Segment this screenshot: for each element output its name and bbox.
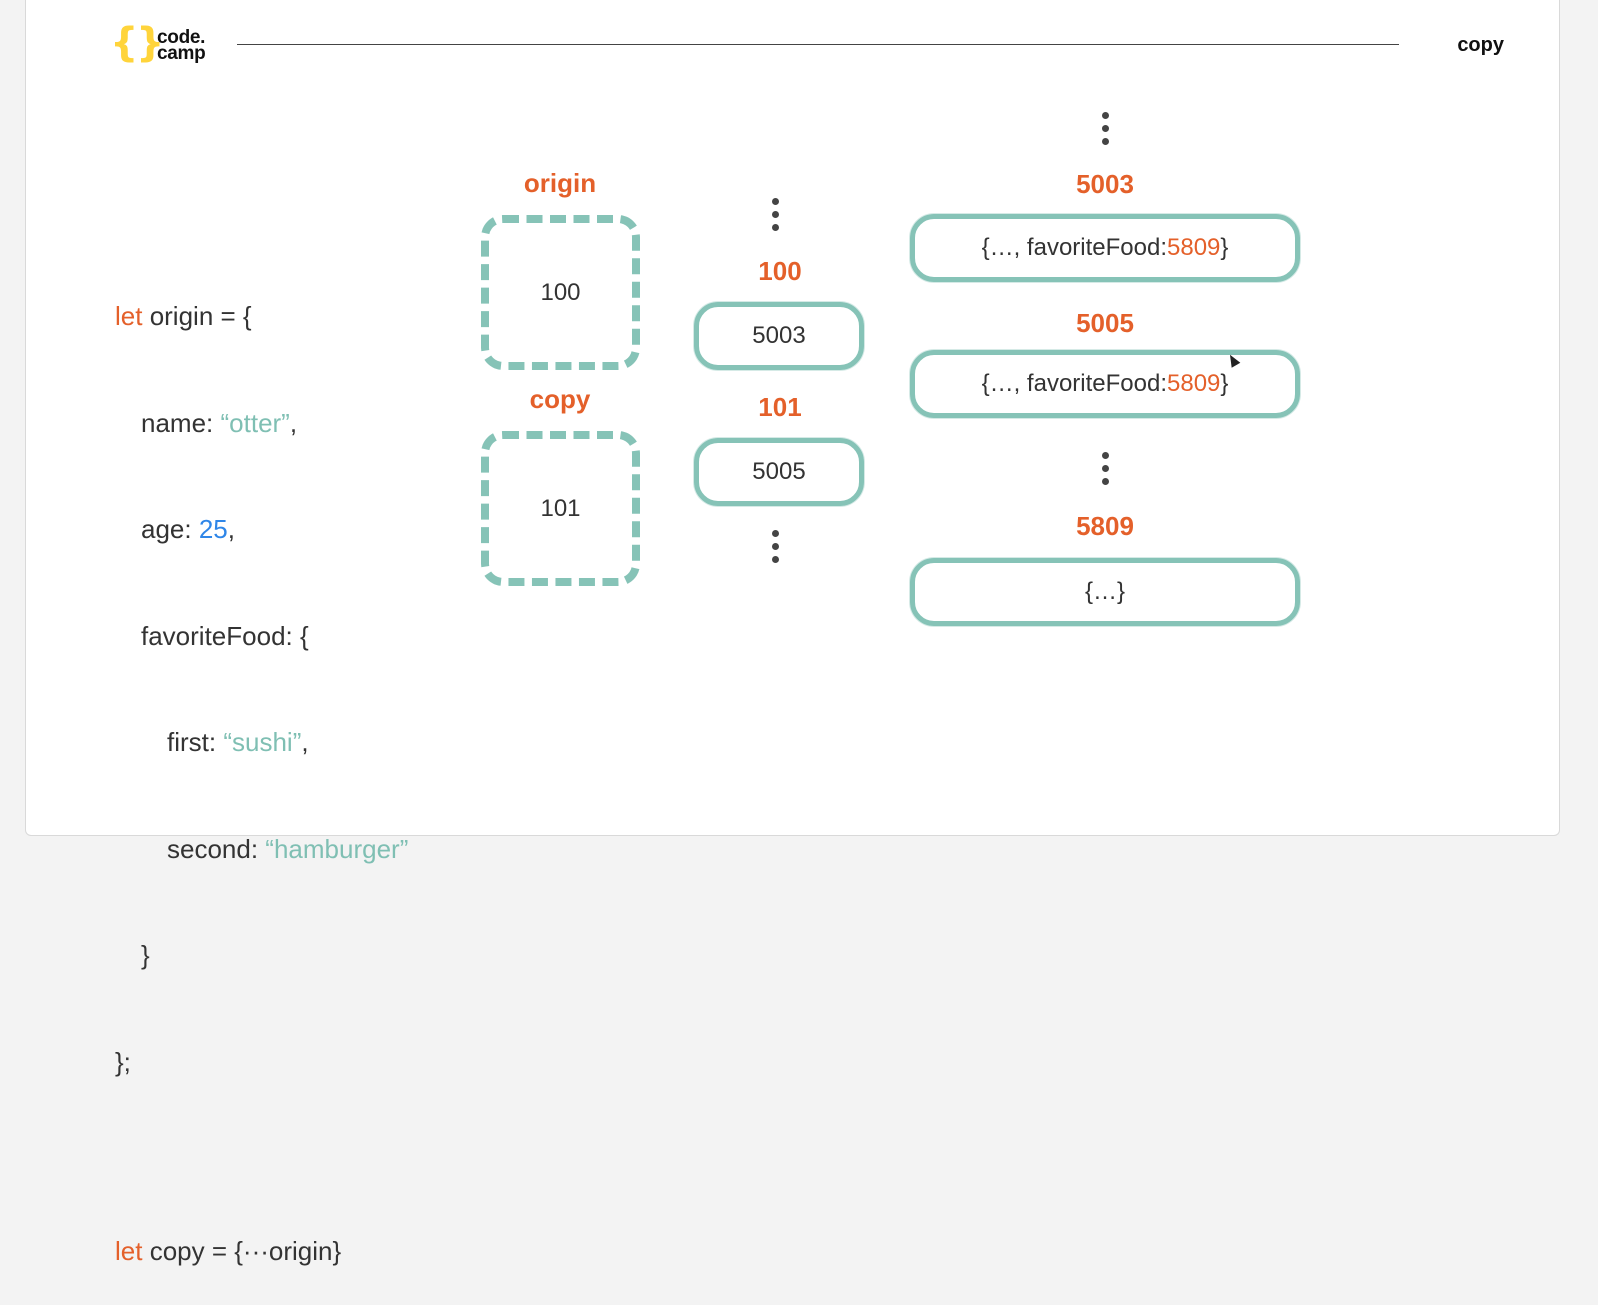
logo-text-line2: camp (157, 43, 206, 64)
ellipsis-vertical-icon (1100, 112, 1110, 145)
second-value: “hamburger” (265, 833, 409, 864)
comma: , (289, 407, 298, 438)
heap-ref-5809: 5809 (1167, 234, 1221, 261)
name-key: name: (141, 407, 221, 438)
heap-object-prefix: {…, favoriteFood: (981, 370, 1168, 397)
codecamp-logo: { } code. camp (110, 20, 220, 66)
code-line-first: first: “sushi”, (115, 725, 408, 761)
heap-object-suffix: } (1220, 370, 1229, 397)
keyword-let: let (115, 301, 143, 331)
code-line-copy-decl: let copy = {···origin} (115, 1234, 408, 1270)
ellipsis-vertical-icon (770, 198, 780, 231)
logo-brace-left-icon: { (110, 20, 139, 66)
comma: , (301, 727, 309, 757)
second-key: second: (167, 833, 266, 864)
var-address-copy: 101 (540, 494, 581, 522)
slide-title: copy (1457, 34, 1504, 56)
first-value: “sushi” (223, 727, 302, 757)
var-label-copy: copy (529, 384, 591, 414)
heap-object-suffix: } (1220, 234, 1229, 261)
heap-object-5809: {…} (910, 558, 1300, 626)
memory-cell-101: 5005 (694, 438, 864, 506)
first-key: first: (167, 727, 224, 757)
heap-address-5005: 5005 (1076, 308, 1134, 338)
var-box-copy: 101 (481, 431, 640, 586)
keyword-let: let (115, 1236, 143, 1266)
logo-brace-right-icon: } (136, 20, 165, 66)
var-address-origin: 100 (540, 278, 581, 306)
heap-object-content: {…} (1084, 578, 1126, 605)
copy-declaration: copy = {···origin} (142, 1236, 342, 1266)
heap-object-5005: {…, favoriteFood: 5809} (910, 350, 1300, 418)
code-line-second: second: “hamburger” (115, 832, 408, 868)
code-line-name: name: “otter”, (115, 406, 408, 442)
age-key: age: (141, 514, 199, 544)
comma: , (227, 514, 235, 544)
heap-ref-5809: 5809 (1167, 370, 1221, 397)
memory-cell-100: 5003 (694, 302, 864, 370)
age-value: 25 (198, 514, 228, 544)
memory-address-100: 100 (758, 256, 802, 286)
logo-text-line1: code. (157, 27, 206, 48)
code-line-inner-close: } (141, 940, 150, 970)
name-value: “otter” (220, 407, 290, 438)
heap-address-5003: 5003 (1076, 169, 1134, 199)
memory-value-100: 5003 (752, 322, 806, 349)
heap-object-prefix: {…, favoriteFood: (981, 234, 1168, 261)
heap-address-5809: 5809 (1076, 511, 1134, 541)
ellipsis-vertical-icon (770, 530, 780, 563)
code-block: let origin = { name: “otter”, age: 25, f… (115, 228, 408, 1305)
header-divider (237, 44, 1399, 45)
var-box-origin: 100 (481, 215, 640, 370)
origin-declaration: origin = { (142, 301, 252, 331)
heap-object-5003: {…, favoriteFood: 5809} (910, 214, 1300, 282)
memory-value-101: 5005 (752, 458, 806, 485)
var-label-origin: origin (523, 168, 597, 198)
memory-address-101: 101 (758, 392, 802, 422)
code-line-origin-decl: let origin = { (115, 299, 408, 335)
code-line-favorite-food: favoriteFood: { (141, 620, 309, 651)
code-line-age: age: 25, (115, 512, 408, 548)
slide (25, 0, 1560, 836)
ellipsis-vertical-icon (1100, 452, 1110, 485)
code-line-outer-close: }; (115, 1046, 131, 1077)
